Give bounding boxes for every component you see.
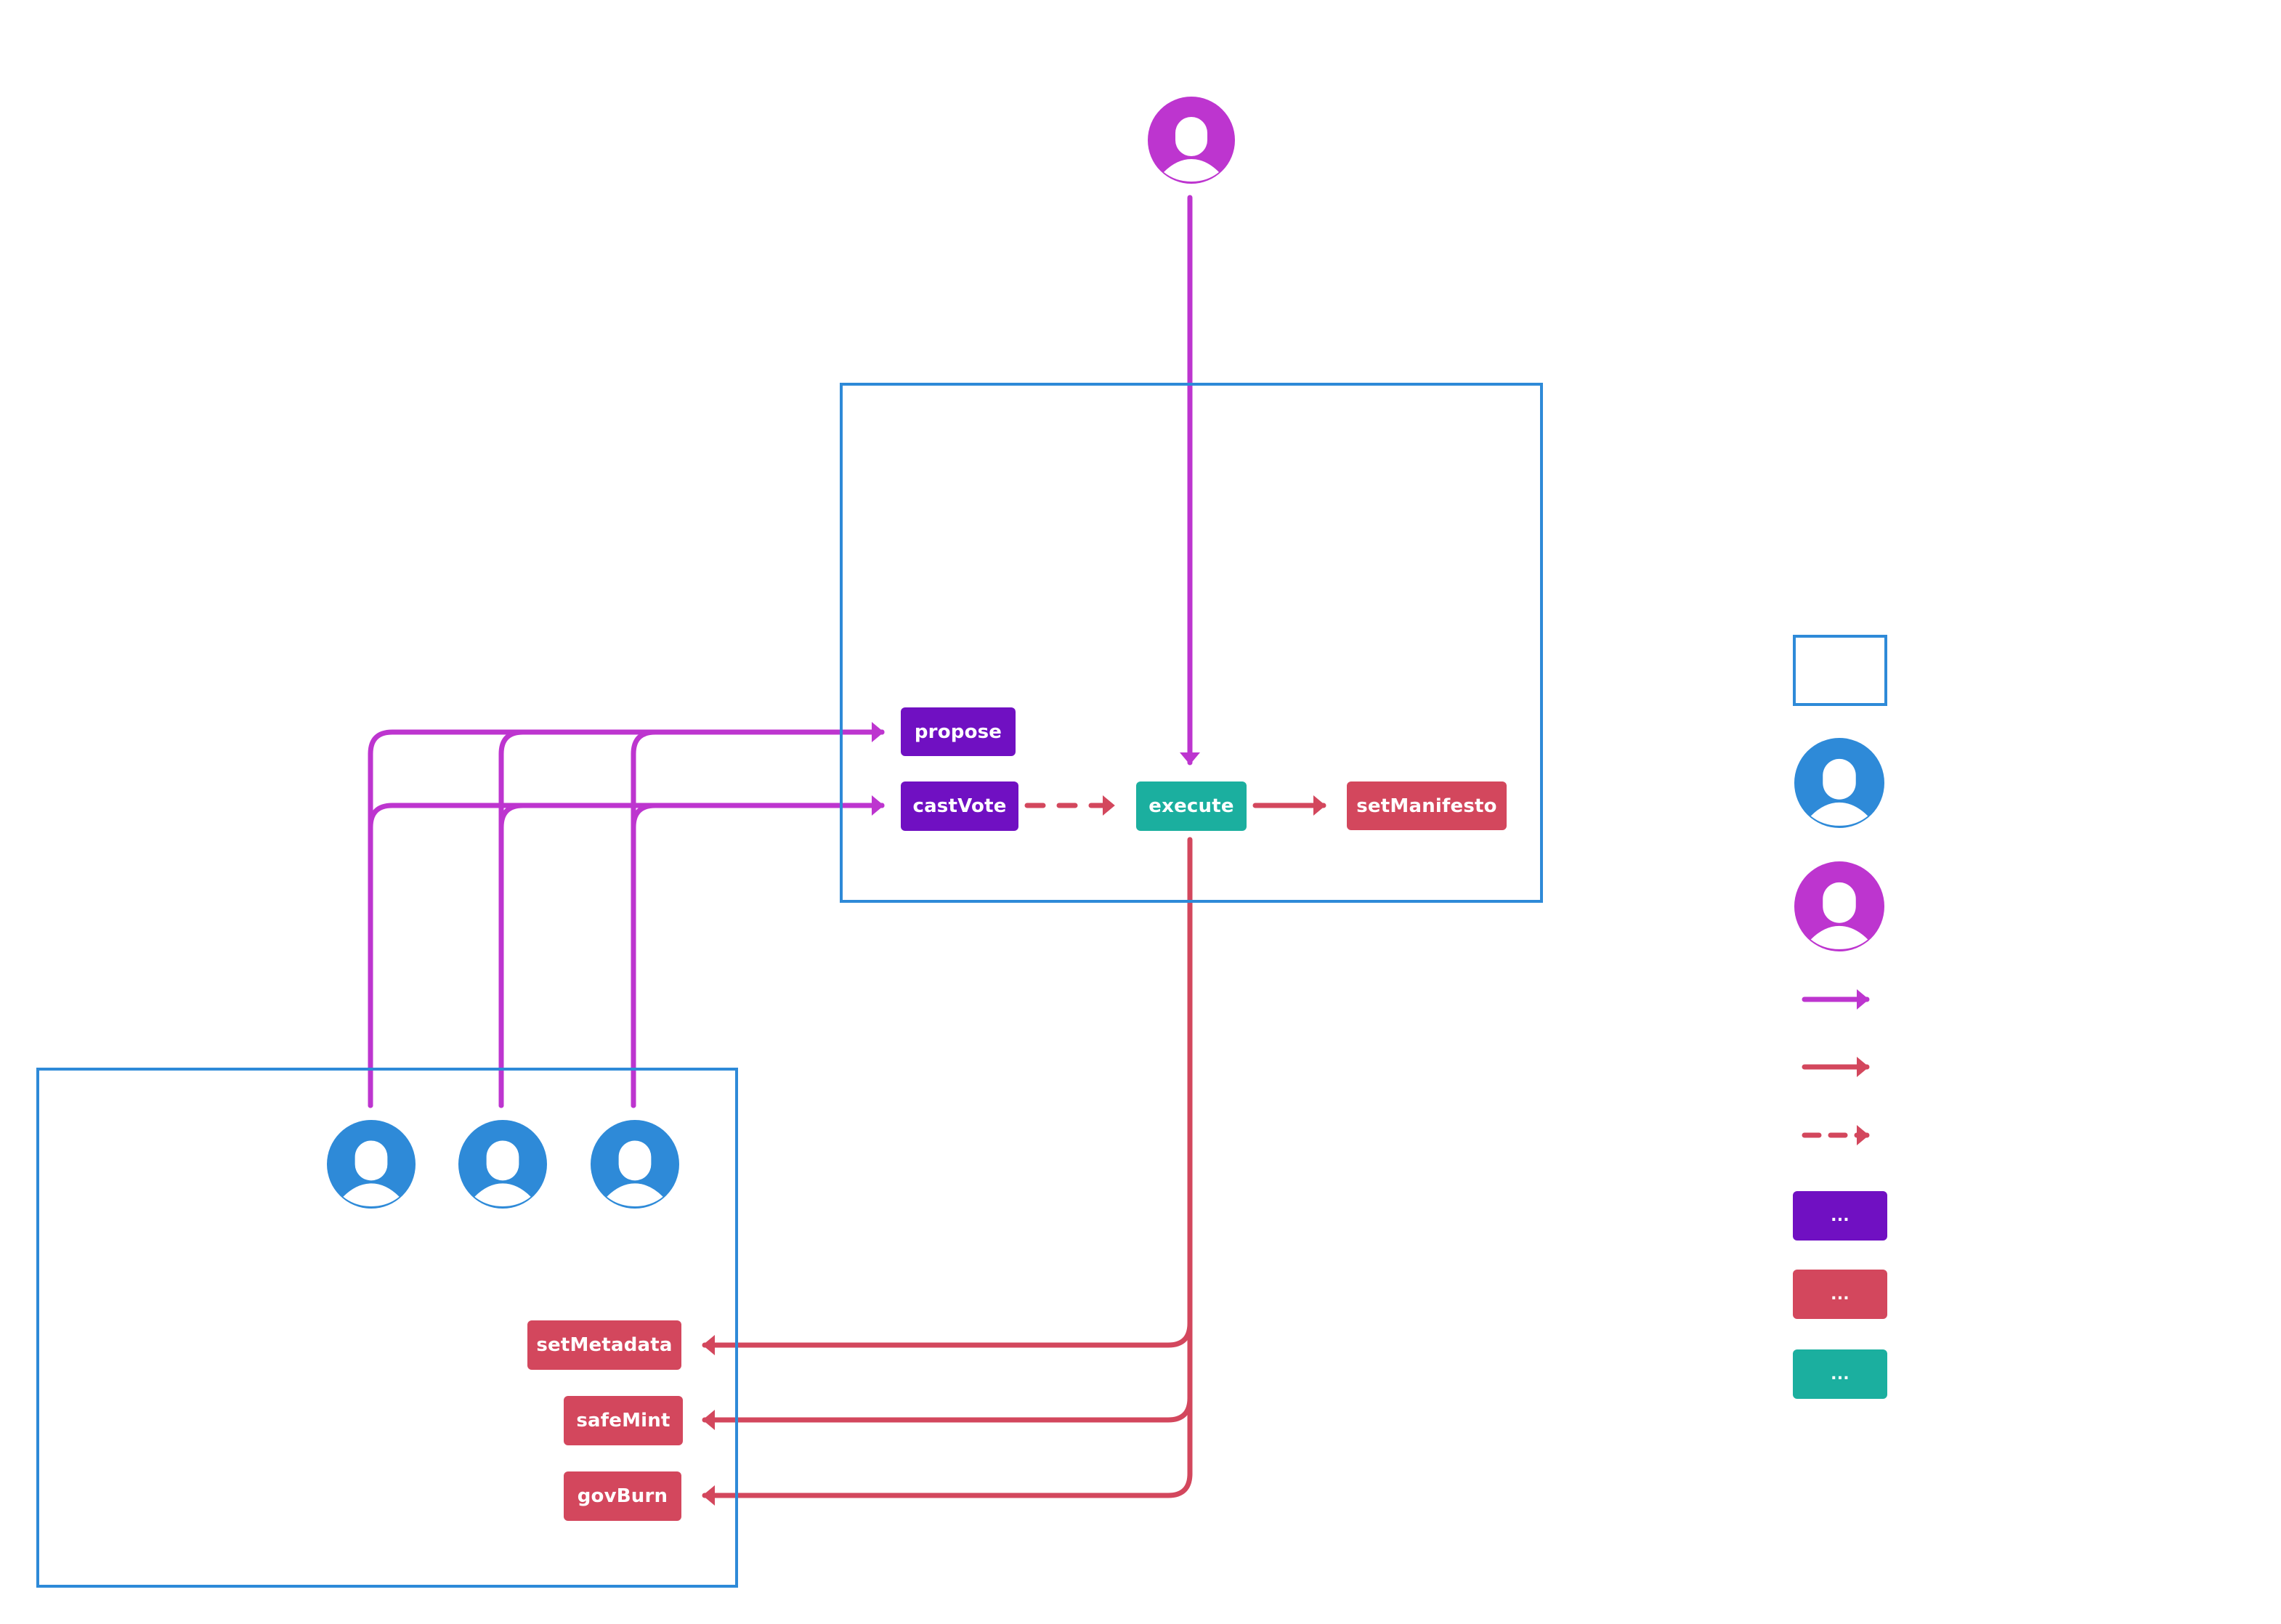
- legend: [1793, 635, 1887, 1145]
- execute-function[interactable]: execute: [1136, 781, 1247, 831]
- propose-label: propose: [914, 720, 1002, 743]
- setmetadata-function[interactable]: setMetadata: [527, 1320, 681, 1370]
- edge-member-3-to-propose: [631, 729, 885, 1108]
- legend-public-function-label: ...: [1831, 1206, 1849, 1225]
- edge-member-2-to-castvote: [498, 803, 885, 1108]
- setmanifesto-function[interactable]: setManifesto: [1347, 781, 1507, 830]
- edge-member-2-to-propose: [498, 729, 885, 1108]
- setmetadata-label: setMetadata: [536, 1334, 673, 1356]
- castvote-label: castVote: [912, 795, 1007, 817]
- legend-container-symbol: [1793, 635, 1887, 706]
- legend-governance-function-label: ...: [1831, 1365, 1849, 1384]
- castvote-function[interactable]: castVote: [901, 781, 1018, 831]
- edge-execute-to-govburn: [702, 1395, 1193, 1506]
- edge-execute-to-setmetadata: [702, 837, 1193, 1355]
- governor-contract-container: [840, 383, 1543, 903]
- edge-member-1-to-castvote: [368, 795, 885, 1108]
- edges-members-to-propose: [368, 722, 885, 1108]
- setmanifesto-label: setManifesto: [1356, 795, 1497, 817]
- legend-governance-function-swatch: ...: [1793, 1349, 1887, 1399]
- safemint-function[interactable]: safeMint: [564, 1396, 683, 1445]
- legend-restricted-function-label: ...: [1831, 1285, 1849, 1304]
- legend-public-function-swatch: ...: [1793, 1191, 1887, 1241]
- edges-execute-to-token-functions: [702, 837, 1193, 1506]
- govburn-function[interactable]: govBurn: [564, 1471, 681, 1521]
- edge-member-1-to-propose: [368, 722, 885, 1108]
- executor-admin-user-icon[interactable]: [1148, 97, 1235, 184]
- token-contract-container: [36, 1068, 738, 1588]
- legend-member-user-icon: [1794, 738, 1884, 828]
- execute-label: execute: [1148, 795, 1234, 817]
- govburn-label: govBurn: [577, 1485, 668, 1507]
- edges-members-to-castvote: [368, 795, 885, 1108]
- legend-restricted-function-swatch: ...: [1793, 1270, 1887, 1319]
- safemint-label: safeMint: [576, 1410, 670, 1432]
- propose-function[interactable]: propose: [901, 707, 1016, 756]
- legend-admin-user-icon: [1794, 861, 1884, 951]
- edge-execute-to-safemint: [702, 1320, 1193, 1430]
- edge-member-3-to-castvote: [631, 803, 885, 1108]
